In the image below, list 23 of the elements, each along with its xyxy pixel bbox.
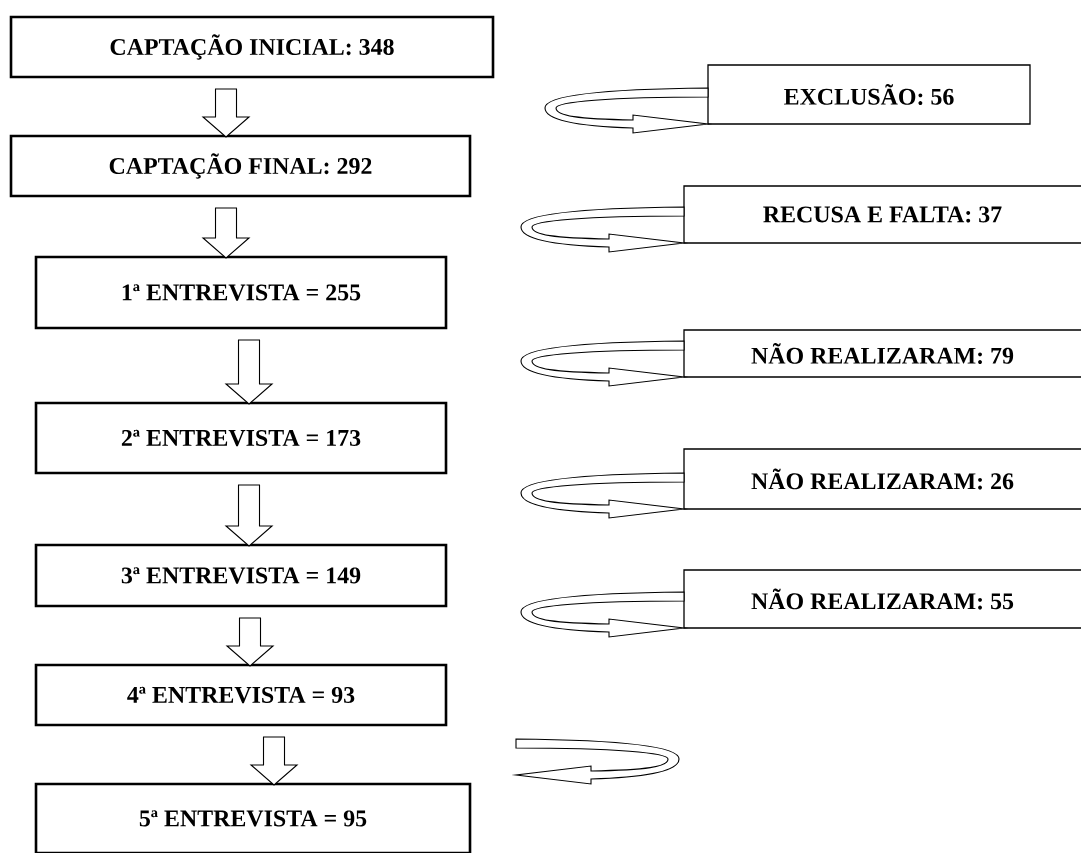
dropout-box: EXCLUSÃO: 56 — [707, 64, 1031, 125]
curved-arrow — [520, 591, 685, 638]
block-arrow — [225, 617, 275, 667]
curved-arrow — [544, 87, 709, 134]
stage-box: 2ª ENTREVISTA = 173 — [34, 401, 448, 475]
dropout-box: RECUSA E FALTA: 37 — [683, 185, 1081, 244]
block-arrow — [249, 736, 299, 786]
stage-box: CAPTAÇÃO INICIAL: 348 — [9, 15, 495, 79]
block-arrow — [201, 88, 251, 138]
stage-box: 3ª ENTREVISTA = 149 — [34, 543, 448, 608]
dropout-box: NÃO REALIZARAM: 79 — [683, 329, 1081, 378]
curved-arrow — [520, 340, 685, 387]
block-arrow — [224, 484, 274, 547]
curved-arrow — [520, 472, 685, 519]
dropout-box: NÃO REALIZARAM: 55 — [683, 569, 1081, 629]
curved-arrow — [520, 206, 685, 253]
stage-box: 1ª ENTREVISTA = 255 — [34, 255, 448, 330]
block-arrow — [224, 339, 274, 405]
dropout-box: NÃO REALIZARAM: 26 — [683, 448, 1081, 510]
stage-box: 4ª ENTREVISTA = 93 — [34, 663, 448, 727]
block-arrow — [201, 207, 251, 259]
stage-box: 5ª ENTREVISTA = 95 — [34, 782, 472, 853]
stage-box: CAPTAÇÃO FINAL: 292 — [9, 134, 472, 198]
